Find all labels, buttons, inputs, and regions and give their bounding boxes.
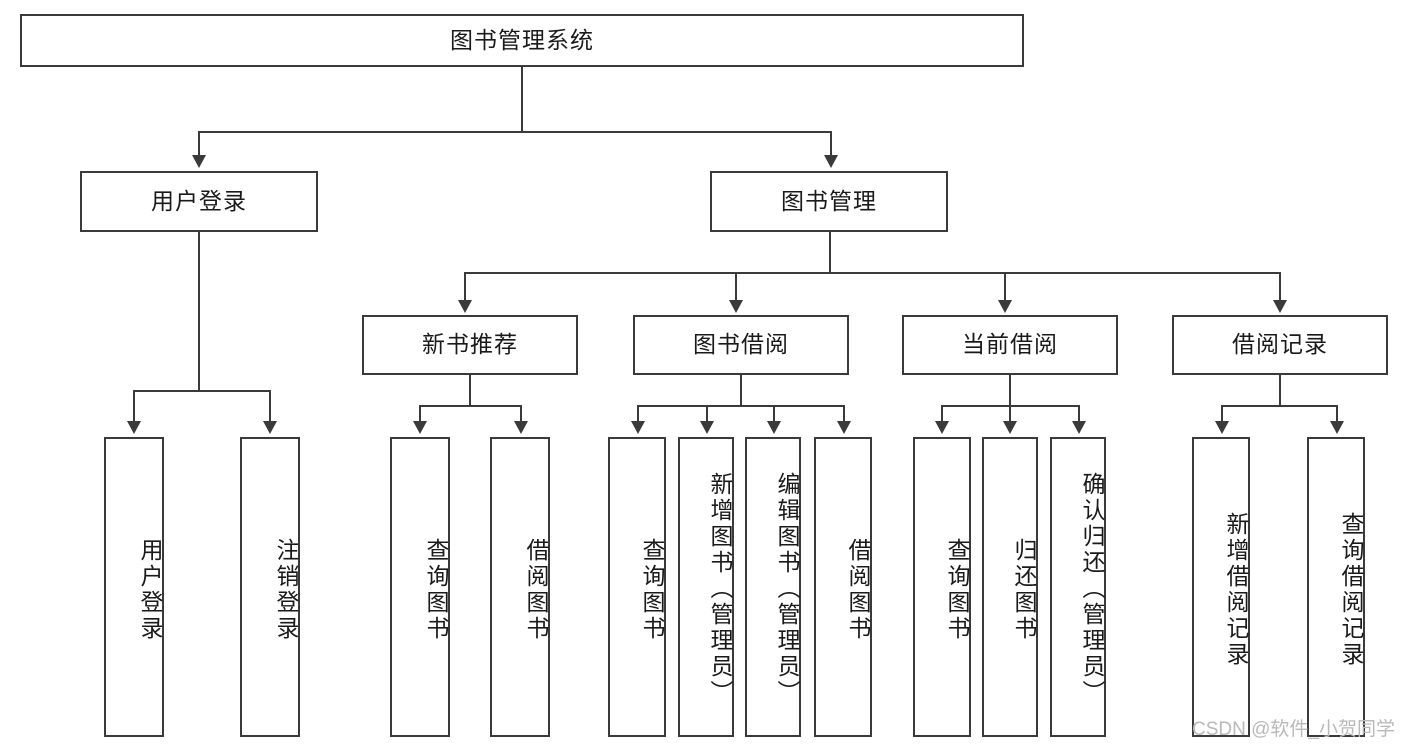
connector-br-bus xyxy=(1221,405,1338,407)
leaf-label: 用户登录 xyxy=(137,538,163,642)
arrowhead-leaf-bb-add-book xyxy=(700,421,714,434)
arrowhead-leaf-nbr-borrow-book xyxy=(514,421,528,434)
connector-br-drop-2 xyxy=(1336,405,1338,423)
connector-root-drop-user-login xyxy=(198,131,200,157)
node-label: 借阅记录 xyxy=(1232,331,1328,358)
leaf-bb-borrow-book[interactable]: 借阅图书 xyxy=(814,437,872,737)
leaf-label: 查询图书 xyxy=(944,538,970,642)
leaf-nbr-borrow-book[interactable]: 借阅图书 xyxy=(490,437,550,737)
leaf-nbr-query-book[interactable]: 查询图书 xyxy=(390,437,450,737)
connector-root-bus xyxy=(198,131,832,133)
leaf-cb-query-book[interactable]: 查询图书 xyxy=(913,437,971,737)
leaf-cb-confirm-return[interactable]: 确认归还（管理员） xyxy=(1050,437,1106,737)
connector-nbr-stem xyxy=(469,375,471,407)
node-user-login[interactable]: 用户登录 xyxy=(80,171,318,232)
arrowhead-book-management xyxy=(824,155,838,168)
node-label: 图书管理 xyxy=(781,187,877,214)
arrowhead-leaf-bb-borrow-book xyxy=(837,421,851,434)
arrowhead-leaf-cb-query-book xyxy=(935,421,949,434)
connector-bb-drop-2 xyxy=(706,405,708,423)
leaf-logout[interactable]: 注销登录 xyxy=(240,437,300,737)
leaf-bb-add-book[interactable]: 新增图书（管理员） xyxy=(678,437,734,737)
connector-cb-drop-1 xyxy=(941,405,943,423)
arrowhead-user-login xyxy=(192,155,206,168)
connector-bb-drop-3 xyxy=(773,405,775,423)
connector-user-login-drop-1 xyxy=(133,390,135,423)
node-label: 当前借阅 xyxy=(962,331,1058,358)
arrowhead-leaf-bb-edit-book xyxy=(767,421,781,434)
connector-cb-stem xyxy=(1009,375,1011,407)
connector-cb-drop-3 xyxy=(1078,405,1080,423)
arrowhead-current-borrow xyxy=(998,300,1012,313)
leaf-bb-query-book[interactable]: 查询图书 xyxy=(608,437,666,737)
leaf-label: 查询图书 xyxy=(423,538,449,642)
arrowhead-leaf-br-query-record xyxy=(1330,421,1344,434)
node-new-book-recommend[interactable]: 新书推荐 xyxy=(362,315,578,375)
leaf-label: 新增图书（管理员） xyxy=(707,472,733,706)
connector-br-drop-1 xyxy=(1221,405,1223,423)
leaf-bb-edit-book[interactable]: 编辑图书（管理员） xyxy=(745,437,801,737)
connector-bm-drop-4 xyxy=(1279,272,1281,302)
connector-bb-stem xyxy=(740,375,742,407)
connector-root-drop-book-management xyxy=(830,131,832,157)
connector-user-login-drop-2 xyxy=(269,390,271,423)
node-borrow-record[interactable]: 借阅记录 xyxy=(1172,315,1388,375)
connector-book-management-bus xyxy=(464,272,1281,274)
connector-nbr-drop-2 xyxy=(520,405,522,423)
arrowhead-leaf-nbr-query-book xyxy=(413,421,427,434)
leaf-user-login[interactable]: 用户登录 xyxy=(104,437,164,737)
arrowhead-new-book-recommend xyxy=(458,300,472,313)
leaf-label: 新增借阅记录 xyxy=(1223,512,1249,668)
node-label: 图书管理系统 xyxy=(450,26,594,53)
connector-nbr-drop-1 xyxy=(419,405,421,423)
leaf-label: 确认归还（管理员） xyxy=(1079,472,1105,706)
node-label: 图书借阅 xyxy=(693,331,789,358)
leaf-br-query-record[interactable]: 查询借阅记录 xyxy=(1307,437,1365,737)
leaf-label: 注销登录 xyxy=(273,538,299,642)
connector-br-stem xyxy=(1279,375,1281,407)
connector-bb-drop-4 xyxy=(843,405,845,423)
leaf-br-add-record[interactable]: 新增借阅记录 xyxy=(1192,437,1250,737)
leaf-label: 查询借阅记录 xyxy=(1338,512,1364,668)
connector-bm-drop-2 xyxy=(735,272,737,302)
watermark-text: CSDN @软件_小贺同学 xyxy=(1192,719,1395,740)
leaf-label: 借阅图书 xyxy=(845,538,871,642)
node-root-book-management-system[interactable]: 图书管理系统 xyxy=(20,14,1024,67)
connector-bb-drop-1 xyxy=(637,405,639,423)
arrowhead-leaf-user-login xyxy=(127,421,141,434)
node-book-borrow[interactable]: 图书借阅 xyxy=(633,315,849,375)
leaf-label: 编辑图书（管理员） xyxy=(774,472,800,706)
arrowhead-leaf-br-add-record xyxy=(1215,421,1229,434)
node-label: 新书推荐 xyxy=(422,331,518,358)
node-label: 用户登录 xyxy=(151,187,247,214)
connector-bb-bus xyxy=(637,405,845,407)
leaf-cb-return-book[interactable]: 归还图书 xyxy=(982,437,1038,737)
csdn-watermark: CSDN @软件_小贺同学 xyxy=(1192,714,1395,741)
connector-user-login-stem xyxy=(198,232,200,392)
leaf-label: 查询图书 xyxy=(639,538,665,642)
connector-bm-drop-3 xyxy=(1004,272,1006,302)
connector-root-stem xyxy=(521,67,523,132)
connector-cb-drop-2 xyxy=(1009,405,1011,423)
arrowhead-borrow-record xyxy=(1273,300,1287,313)
arrowhead-leaf-cb-confirm-return xyxy=(1072,421,1086,434)
connector-book-management-stem xyxy=(829,232,831,274)
arrowhead-book-borrow xyxy=(729,300,743,313)
connector-bm-drop-1 xyxy=(464,272,466,302)
arrowhead-leaf-cb-return-book xyxy=(1003,421,1017,434)
leaf-label: 归还图书 xyxy=(1011,538,1037,642)
connector-user-login-bus xyxy=(133,390,269,392)
node-book-management[interactable]: 图书管理 xyxy=(710,171,948,232)
node-current-borrow[interactable]: 当前借阅 xyxy=(902,315,1118,375)
connector-nbr-bus xyxy=(419,405,522,407)
arrowhead-leaf-logout xyxy=(263,421,277,434)
leaf-label: 借阅图书 xyxy=(523,538,549,642)
arrowhead-leaf-bb-query-book xyxy=(631,421,645,434)
